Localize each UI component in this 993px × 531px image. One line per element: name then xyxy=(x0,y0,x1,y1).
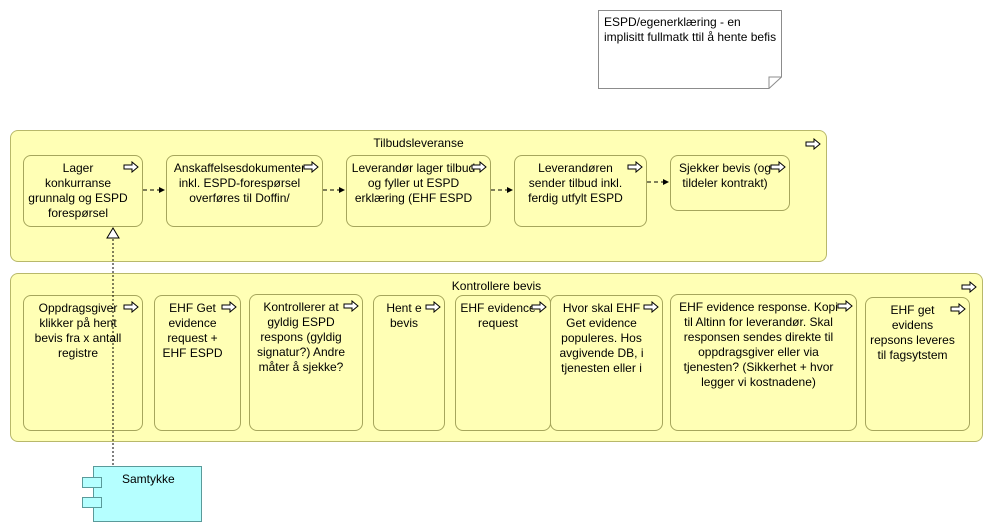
component-tab xyxy=(82,477,102,488)
process-box[interactable]: Leverandør lager tilbud og fyller ut ESP… xyxy=(346,155,491,227)
process-label: Lager konkurranse grunnalg og ESPD fores… xyxy=(28,161,128,220)
process-label: Leverandøren sender tilbud inkl. ferdig … xyxy=(528,161,623,205)
component-label: Samtykke xyxy=(122,472,175,486)
process-box[interactable]: Leverandøren sender tilbud inkl. ferdig … xyxy=(514,155,647,227)
process-label: Oppdragsgiver klikker på hent bevis fra … xyxy=(34,301,122,360)
process-label: EHF get evidens repsons leveres til fags… xyxy=(870,303,955,362)
note[interactable]: ESPD/egenerklæring - en implisitt fullma… xyxy=(598,10,782,89)
process-arrow-icon xyxy=(303,161,319,173)
process-arrow-icon xyxy=(471,161,487,173)
process-arrow-icon xyxy=(643,301,659,313)
process-box[interactable]: Hvor skal EHF Get evidence populeres. Ho… xyxy=(550,295,663,431)
process-box[interactable]: EHF get evidens repsons leveres til fags… xyxy=(865,297,970,431)
process-arrow-icon xyxy=(961,281,977,293)
process-box[interactable]: EHF Get evidence request + EHF ESPD xyxy=(154,295,241,431)
process-box[interactable]: Sjekker bevis (og tildeler kontrakt) xyxy=(670,155,790,211)
process-arrow-icon xyxy=(221,301,237,313)
process-label: Hent e bevis xyxy=(386,301,422,330)
process-arrow-icon xyxy=(343,300,359,312)
process-arrow-icon xyxy=(425,301,441,313)
process-label: EHF evidence request xyxy=(460,301,536,330)
process-label: Anskaffelsesdokumenter inkl. ESPD-foresp… xyxy=(173,161,306,205)
process-box[interactable]: Anskaffelsesdokumenter inkl. ESPD-foresp… xyxy=(166,155,323,227)
note-text: ESPD/egenerklæring - en implisitt fullma… xyxy=(604,15,777,44)
process-arrow-icon xyxy=(531,301,547,313)
process-label: Kontrollerer at gyldig ESPD respons (gyl… xyxy=(256,300,346,374)
group-kontrollere-bevis[interactable]: Kontrollere bevis Oppdragsgiver klikker … xyxy=(10,273,983,442)
group-tilbudsleveranse[interactable]: Tilbudsleveranse Lager konkurranse grunn… xyxy=(10,130,827,262)
process-arrow-icon xyxy=(837,300,853,312)
note-shape xyxy=(598,10,782,89)
group-title: Tilbudsleveranse xyxy=(373,136,464,150)
component-samtykke[interactable]: Samtykke xyxy=(82,466,202,522)
process-arrow-icon xyxy=(805,138,821,150)
process-arrow-icon xyxy=(770,161,786,173)
flow-arrow xyxy=(143,181,667,191)
flow-arrowheads xyxy=(159,179,669,193)
process-box[interactable]: Kontrollerer at gyldig ESPD respons (gyl… xyxy=(249,294,363,431)
process-box[interactable]: Lager konkurranse grunnalg og ESPD fores… xyxy=(23,155,143,227)
process-arrow-icon xyxy=(123,161,139,173)
process-arrow-icon xyxy=(950,303,966,315)
process-label: Hvor skal EHF Get evidence populeres. Ho… xyxy=(559,301,644,375)
process-box[interactable]: EHF evidence request xyxy=(455,295,551,431)
process-arrow-icon xyxy=(123,301,139,313)
realization-arrow xyxy=(106,227,120,466)
process-arrow-icon xyxy=(627,161,643,173)
process-box[interactable]: Oppdragsgiver klikker på hent bevis fra … xyxy=(23,295,143,431)
group-title: Kontrollere bevis xyxy=(451,279,542,293)
process-label: Leverandør lager tilbud og fyller ut ESP… xyxy=(351,161,476,205)
process-label: Sjekker bevis (og tildeler kontrakt) xyxy=(678,161,772,190)
process-box[interactable]: Hent e bevis xyxy=(373,295,445,431)
process-label: EHF evidence response. Kopi til Altinn f… xyxy=(679,300,838,389)
process-box[interactable]: EHF evidence response. Kopi til Altinn f… xyxy=(670,294,857,431)
component-tab xyxy=(82,497,102,508)
process-label: EHF Get evidence request + EHF ESPD xyxy=(162,301,223,360)
